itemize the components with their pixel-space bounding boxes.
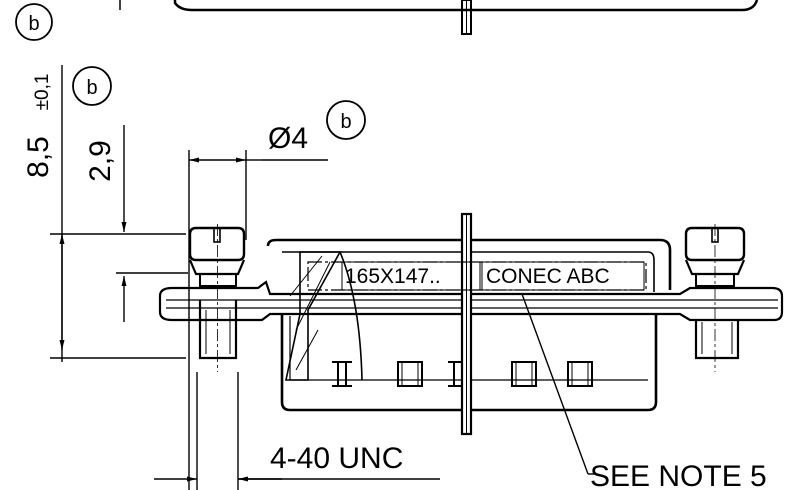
svg-text:b: b — [86, 77, 97, 99]
center-rib — [460, 212, 473, 436]
thread-dimension — [154, 372, 440, 490]
overall-height-value: 8,5 — [22, 136, 55, 178]
marking-text-right: CONEC ABC — [486, 265, 610, 288]
diameter-value: Ø4 — [268, 122, 308, 155]
marker-b-height: b — [72, 66, 112, 106]
svg-text:b: b — [340, 111, 351, 133]
note-text: SEE NOTE 5 — [590, 460, 767, 490]
screw-head-height-dimension — [116, 125, 188, 322]
overall-height-dimension — [50, 65, 186, 362]
screw-head-height-value: 2,9 — [84, 140, 117, 182]
contact-windows — [332, 361, 593, 387]
thread-value: 4-40 UNC — [270, 442, 403, 475]
svg-text:b: b — [28, 13, 39, 35]
note-leader — [521, 293, 596, 475]
left-screw — [188, 224, 246, 372]
marking-text-left: 165X147.. — [345, 265, 441, 288]
right-screw — [684, 224, 746, 372]
marker-b-diameter: b — [326, 100, 366, 140]
marking-label-box — [307, 261, 647, 291]
overall-height-tolerance: ±0,1 — [32, 74, 53, 111]
marker-b-top-left: b — [15, 3, 53, 41]
top-view-fragment — [119, 0, 759, 35]
